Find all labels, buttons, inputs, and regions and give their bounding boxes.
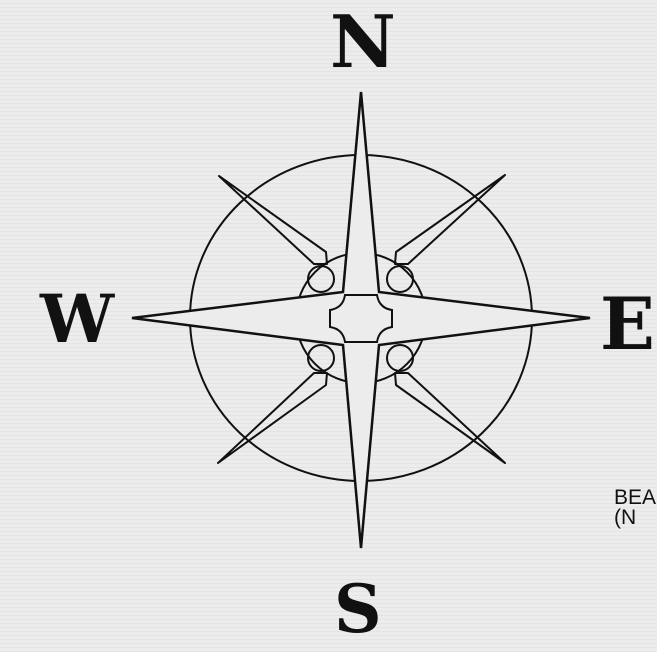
sw-point [218, 373, 327, 463]
bearing-note-line1: BEA [614, 487, 656, 508]
bearing-note-line2: (N [614, 507, 636, 528]
sw-loop [308, 345, 334, 371]
nw-loop [308, 266, 334, 292]
se-point [395, 373, 505, 463]
nw-point [219, 176, 327, 264]
west-label: W [40, 286, 114, 352]
ne-loop [387, 266, 413, 292]
south-label: S [334, 576, 382, 642]
east-label: E [600, 288, 655, 360]
north-label: N [330, 6, 396, 78]
se-loop [387, 345, 413, 371]
ne-point [395, 175, 505, 264]
